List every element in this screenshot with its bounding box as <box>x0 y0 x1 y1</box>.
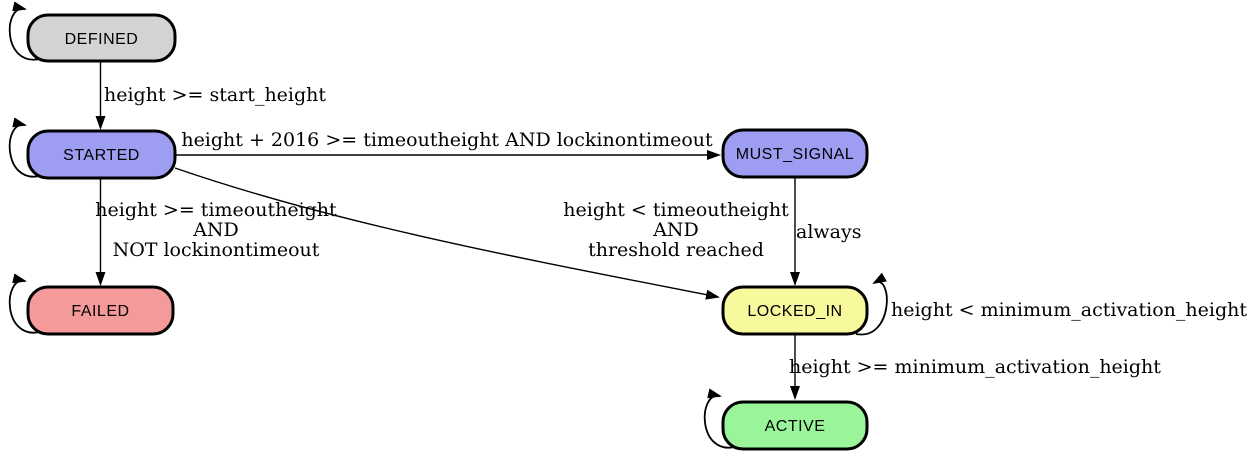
edge-label-locked-in-to-active: height >= minimum_activation_height <box>789 356 1161 378</box>
edge-label-started-to-failed: height >= timeoutheight AND NOT lockinon… <box>95 199 337 261</box>
edge-started-to-locked-in <box>174 167 720 300</box>
state-node-active: ACTIVE <box>721 400 869 451</box>
state-shape-defined <box>26 13 177 63</box>
edge-label-started-to-locked-in: height < timeoutheight AND threshold rea… <box>563 199 789 261</box>
svg-text:AND: AND <box>652 219 699 241</box>
state-label-active: ACTIVE <box>765 418 826 435</box>
self-loop-locked-in <box>855 272 888 336</box>
svg-text:height < timeoutheight: height < timeoutheight <box>563 199 789 221</box>
state-label-started: STARTED <box>63 147 140 164</box>
state-shape-failed <box>26 285 175 336</box>
state-node-locked-in: LOCKED_IN <box>721 285 869 336</box>
self-loop-defined <box>8 1 41 61</box>
svg-text:height >= timeoutheight: height >= timeoutheight <box>95 199 337 221</box>
edge-label-started-to-must-signal: height + 2016 >= timeoutheight AND locki… <box>181 129 713 151</box>
edge-label-locked-in-self: height < minimum_activation_height <box>891 299 1247 321</box>
state-label-failed: FAILED <box>71 303 129 320</box>
svg-text:NOT lockinontimeout: NOT lockinontimeout <box>113 239 320 261</box>
state-label-must-signal: MUST_SIGNAL <box>736 146 854 163</box>
state-label-locked-in: LOCKED_IN <box>747 303 842 320</box>
svg-text:AND: AND <box>192 219 239 241</box>
state-shape-must-signal <box>721 128 869 179</box>
self-loop-failed <box>8 273 41 334</box>
state-node-must-signal: MUST_SIGNAL <box>721 128 869 179</box>
state-node-started: STARTED <box>26 129 177 180</box>
state-shape-started <box>26 129 177 180</box>
self-loop-started <box>8 117 41 178</box>
state-shape-locked-in <box>721 285 869 336</box>
state-node-failed: FAILED <box>26 285 175 336</box>
edge-label-defined-to-started: height >= start_height <box>104 84 326 106</box>
state-label-defined: DEFINED <box>65 31 139 48</box>
state-shape-active <box>721 400 869 451</box>
edge-label-must-signal-to-locked-in: always <box>796 221 861 243</box>
svg-text:threshold reached: threshold reached <box>588 239 764 261</box>
state-node-defined: DEFINED <box>26 13 177 63</box>
self-loop-active <box>703 388 736 449</box>
